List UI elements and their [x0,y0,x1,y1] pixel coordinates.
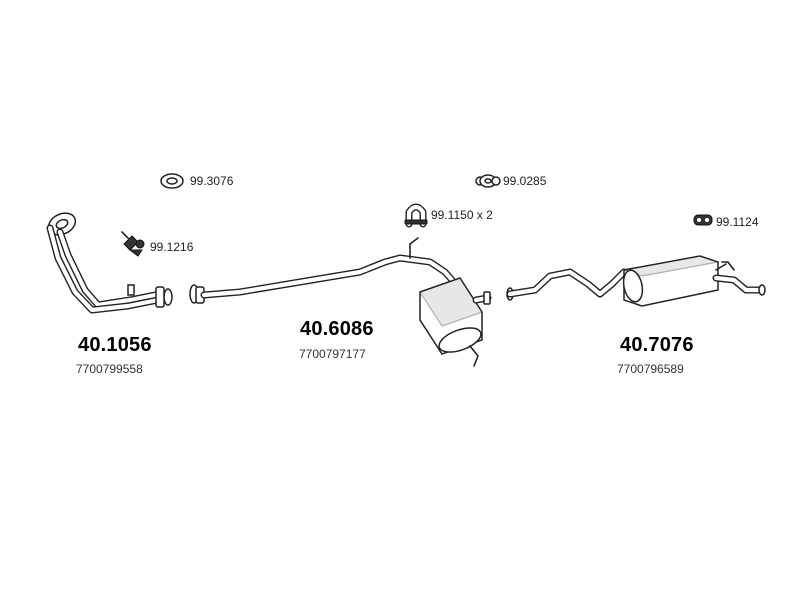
front-pipe-drawing [46,212,173,314]
flange-gasket-icon [475,174,501,188]
front-pipe-part-number: 40.1056 [78,334,152,356]
rubber-hanger-code: 99.1124 [716,215,759,229]
bolt-kit-icon [121,231,145,257]
gasket-ring-icon [160,173,184,189]
rear-silencer-part-number: 40.7076 [620,334,694,356]
u-clamp-icon [404,203,428,228]
rear-silencer-oem-number: 7700796589 [617,362,684,376]
middle-section-drawing [189,237,492,367]
flange-gasket-code: 99.0285 [503,174,547,188]
rear-silencer-drawing [506,255,766,307]
middle-section-part-number: 40.6086 [300,318,374,340]
rubber-hanger-icon [693,214,713,226]
middle-section-oem-number: 7700797177 [299,347,366,361]
u-clamp-code: 99.1150 x 2 [431,208,493,222]
front-pipe-oem-number: 7700799558 [76,362,143,376]
bolt-kit-code: 99.1216 [150,240,194,254]
gasket-ring-code: 99.3076 [190,174,234,188]
